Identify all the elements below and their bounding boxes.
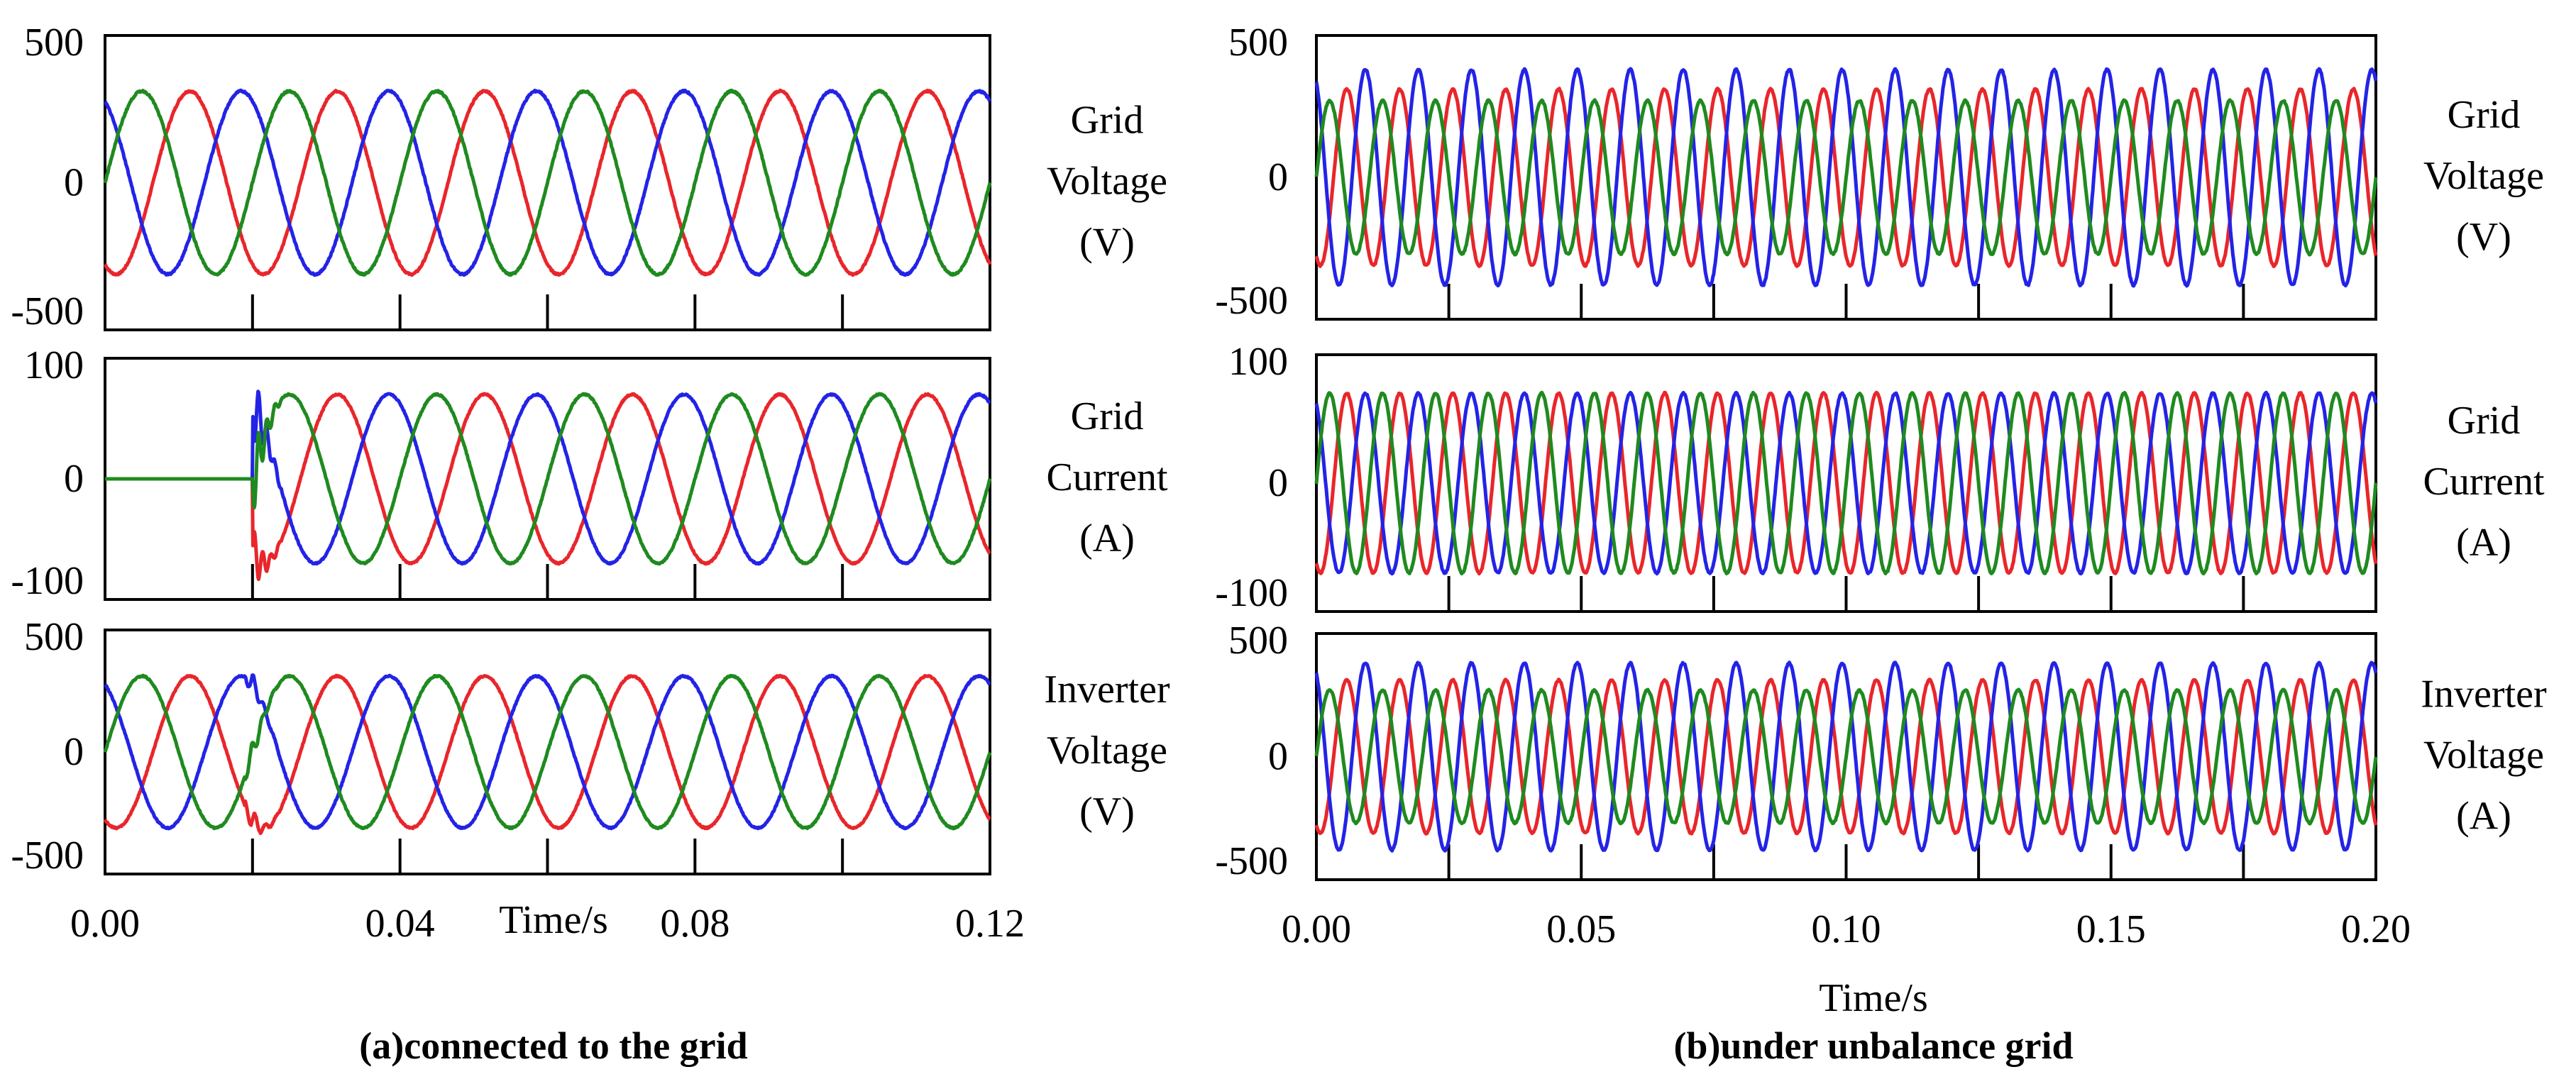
panel-side-label: Voltage <box>1047 729 1167 773</box>
x-tick-label: 0.15 <box>2076 907 2146 951</box>
phase-trace-c <box>1314 390 2378 576</box>
y-tick-label: 0 <box>1268 735 1288 779</box>
panel-side-label: (V) <box>2456 215 2511 259</box>
phase-trace-b <box>1314 390 2378 576</box>
phase-trace-a <box>1314 390 2378 576</box>
x-tick-label: 0.04 <box>365 902 435 946</box>
y-tick-label: 500 <box>1228 619 1288 663</box>
phase-trace-c <box>1314 687 2378 826</box>
y-tick-label: -500 <box>11 834 84 878</box>
panel-side-label: Current <box>2423 460 2545 504</box>
y-tick-label: 100 <box>1228 340 1288 384</box>
y-tick-label: 0 <box>64 730 84 774</box>
x-tick-label: 0.08 <box>660 902 730 946</box>
phase-trace-c <box>103 673 992 831</box>
figure-caption: (a)connected to the grid <box>359 1024 747 1067</box>
x-tick-label: 0.12 <box>955 902 1025 946</box>
x-tick-label: 0.00 <box>70 902 140 946</box>
phase-trace-a <box>103 673 991 836</box>
y-tick-label: 500 <box>1228 21 1288 65</box>
figure-caption: (b)under unbalance grid <box>1673 1024 2073 1067</box>
y-tick-label: 100 <box>24 343 84 387</box>
y-tick-label: -500 <box>1215 839 1288 883</box>
y-tick-label: -100 <box>11 559 84 603</box>
phase-trace-b <box>1314 660 2378 853</box>
phase-trace-b <box>104 389 991 566</box>
phase-trace-c <box>103 89 992 277</box>
phase-trace-c <box>1314 98 2378 257</box>
panel-side-label: (V) <box>1079 221 1135 265</box>
y-tick-label: -500 <box>1215 279 1288 323</box>
panel-side-label: (V) <box>1079 790 1135 834</box>
panel-side-label: (A) <box>1079 516 1135 560</box>
x-axis-label: Time/s <box>499 898 608 942</box>
y-tick-label: 500 <box>24 615 84 659</box>
y-tick-label: 0 <box>64 457 84 501</box>
y-tick-label: -100 <box>1215 571 1288 615</box>
y-tick-label: 0 <box>64 161 84 205</box>
x-tick-label: 0.00 <box>1282 907 1351 951</box>
phase-trace-c <box>104 392 992 566</box>
phase-trace-a <box>104 392 991 582</box>
panel-side-label: Voltage <box>2423 154 2544 198</box>
panel-side-label: Voltage <box>1047 160 1167 204</box>
panel-side-label: Grid <box>1071 99 1144 143</box>
panel-side-label: Inverter <box>1044 668 1170 712</box>
panel-side-label: (A) <box>2456 795 2511 839</box>
x-tick-label: 0.20 <box>2341 907 2411 951</box>
x-tick-label: 0.05 <box>1546 907 1616 951</box>
panel-side-label: (A) <box>2456 521 2511 565</box>
y-tick-label: 500 <box>24 21 84 65</box>
panel-side-label: Grid <box>1071 394 1144 438</box>
panel-side-label: Grid <box>2448 93 2521 137</box>
panel-side-label: Voltage <box>2423 734 2544 778</box>
panel-side-label: Current <box>1046 455 1168 499</box>
phase-trace-b <box>1314 67 2378 288</box>
panel-side-label: Inverter <box>2421 673 2547 717</box>
phase-trace-a <box>1314 87 2378 268</box>
phase-trace-b <box>104 88 992 277</box>
phase-trace-b <box>104 673 991 831</box>
y-tick-label: 0 <box>1268 155 1288 199</box>
y-tick-label: -500 <box>11 289 84 333</box>
phase-trace-a <box>103 88 992 277</box>
y-tick-label: 0 <box>1268 461 1288 505</box>
panel-side-label: Grid <box>2448 399 2521 443</box>
phase-trace-a <box>1314 678 2378 836</box>
x-tick-label: 0.10 <box>1812 907 1881 951</box>
x-axis-label: Time/s <box>1819 976 1928 1020</box>
